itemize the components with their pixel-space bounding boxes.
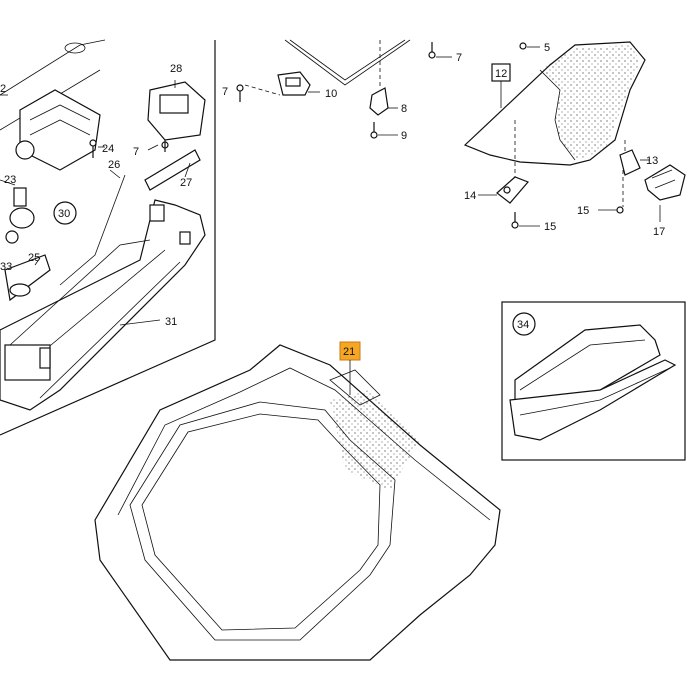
label-15-right: 15 [577, 205, 589, 217]
label-14: 14 [464, 190, 476, 202]
inset-border [0, 40, 216, 436]
bracket-part [15, 89, 101, 171]
clip-17 [644, 164, 686, 222]
label-13: 13 [646, 155, 658, 167]
label-28: 28 [170, 63, 182, 75]
label-7-top: 7 [222, 86, 228, 98]
label-2: 2 [0, 83, 6, 95]
label-27: 27 [180, 177, 192, 189]
screw-15a [511, 212, 540, 229]
tray-part [0, 199, 206, 411]
label-7-right: 7 [456, 52, 462, 64]
label-5: 5 [544, 42, 550, 54]
label-34: 34 [517, 319, 529, 331]
top-right-parts [463, 41, 686, 229]
armrest-34 [509, 324, 677, 441]
bracket-14 [478, 176, 530, 204]
label-9: 9 [401, 130, 407, 142]
inset-34-border [501, 301, 686, 461]
callout-labels: 2 24 26 7 28 27 23 30 25 33 31 7 10 8 9 … [0, 42, 665, 358]
hook-8 [369, 40, 398, 116]
clip-13 [619, 149, 650, 176]
left-inset [0, 39, 216, 436]
screw-24 [89, 139, 97, 158]
label-31: 31 [165, 316, 177, 328]
inset-34 [501, 301, 686, 461]
screw-15b [598, 170, 624, 214]
label-8: 8 [401, 103, 407, 115]
label-24: 24 [102, 143, 114, 155]
label-17: 17 [653, 226, 665, 238]
key-lock-part [5, 187, 35, 244]
harness-26 [59, 174, 126, 286]
label-30: 30 [58, 208, 70, 220]
label-15-left: 15 [544, 221, 556, 233]
label-21: 21 [343, 346, 355, 358]
strap-27 [144, 149, 201, 191]
screw-7-left [236, 84, 281, 102]
screw-9 [370, 122, 398, 139]
panel-12 [463, 41, 646, 178]
callout-circle-34 [512, 312, 536, 336]
label-7-left-inset: 7 [133, 146, 139, 158]
clip-10 [277, 71, 320, 96]
label-33: 33 [0, 261, 12, 273]
top-middle-parts [236, 39, 452, 139]
label-10: 10 [325, 88, 337, 100]
label-26: 26 [108, 159, 120, 171]
label-23: 23 [4, 174, 16, 186]
callout-circle-30 [53, 201, 77, 225]
screw-7-right [428, 42, 452, 59]
floor-mat-21 [94, 344, 501, 661]
screw-5 [519, 42, 540, 50]
label-12: 12 [495, 68, 507, 80]
label-25: 25 [28, 252, 40, 264]
connector-28 [147, 81, 206, 152]
